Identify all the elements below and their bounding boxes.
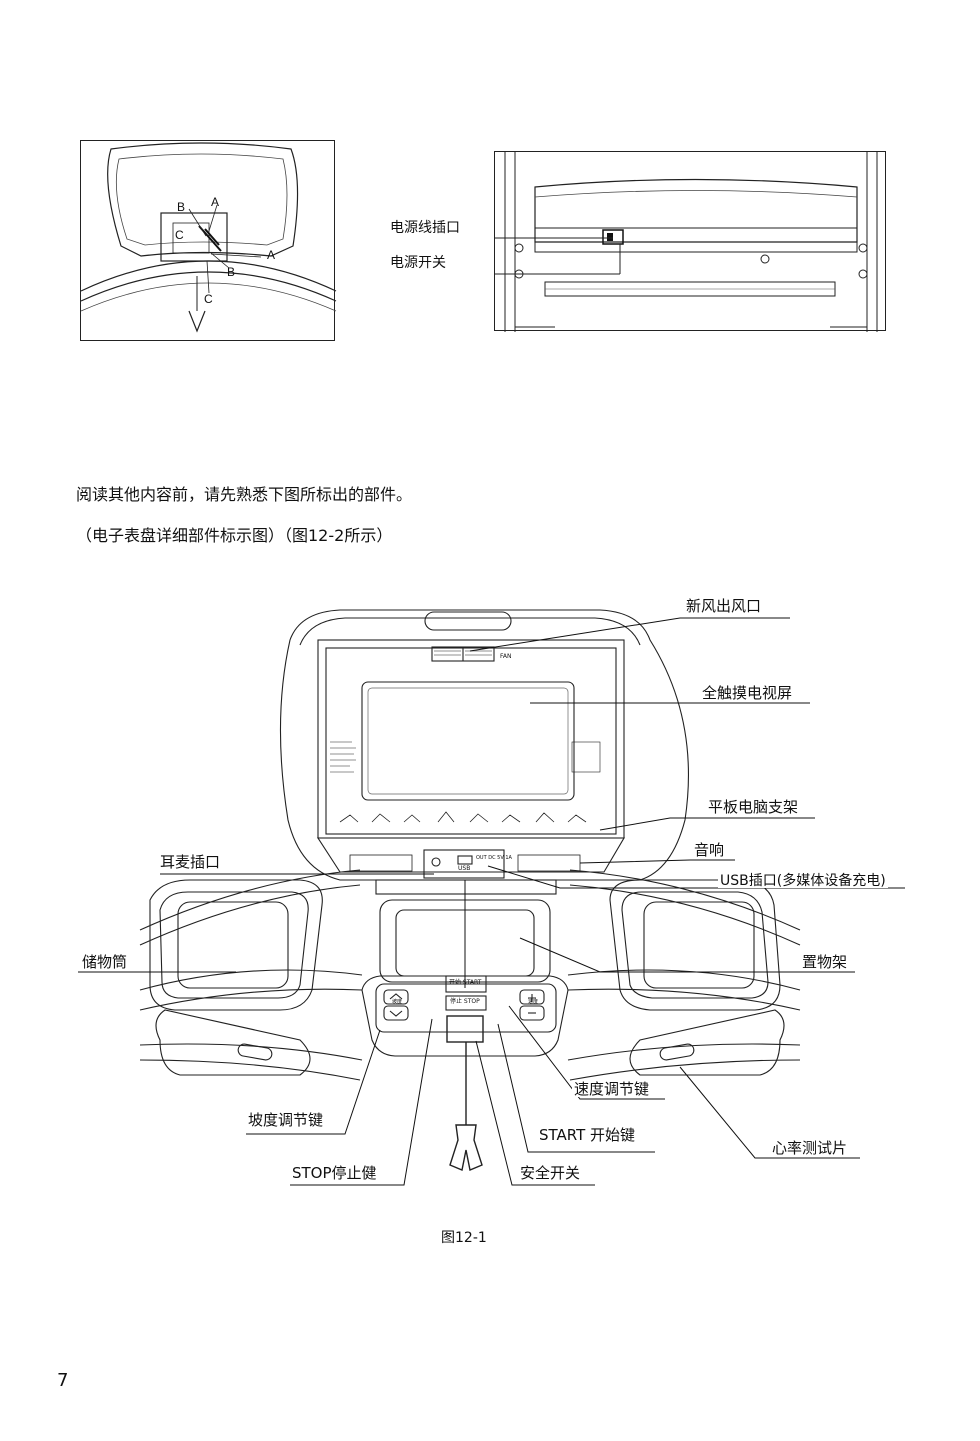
- figure-caption: 图12-1: [441, 1230, 487, 1246]
- power-switch-label: 电源开关: [388, 255, 448, 271]
- start-key[interactable]: 开始 START: [449, 979, 482, 986]
- top-right-figure-frame: [494, 151, 886, 332]
- label-a-top: A: [211, 195, 220, 209]
- callout-speed-keys: 速度调节键: [572, 1080, 652, 1098]
- incline-key-label: 坡度: [392, 999, 403, 1005]
- label-a-right: A: [267, 248, 276, 262]
- label-b-top: B: [177, 200, 186, 214]
- top-left-figure-frame: B A C A B C: [80, 140, 337, 341]
- callout-rack: 置物架: [800, 953, 850, 971]
- page-number: 7: [57, 1370, 69, 1391]
- callout-usb-port: USB插口(多媒体设备充电): [718, 873, 888, 889]
- callout-start-key: START 开始键: [537, 1126, 638, 1144]
- fan-label: FAN: [500, 653, 512, 660]
- callout-fresh-air-outlet: 新风出风口: [684, 597, 764, 615]
- callout-stop-key: STOP停止健: [290, 1164, 379, 1182]
- callout-headphone-jack: 耳麦插口: [158, 853, 223, 871]
- intro-line-2: （电子表盘详细部件标示图）（图12-2所示）: [76, 526, 393, 545]
- label-b-bottom: B: [227, 265, 236, 279]
- label-c-left: C: [175, 228, 184, 242]
- label-c-bottom: C: [204, 292, 213, 306]
- callout-storage-cup: 储物筒: [80, 953, 130, 971]
- usb-small-label: USB: [458, 865, 471, 872]
- callout-touch-tv: 全触摸电视屏: [700, 684, 795, 702]
- speed-key-label: 速度: [528, 999, 539, 1005]
- callout-speaker: 音响: [692, 841, 727, 859]
- motor-cover-drawing: [495, 152, 878, 332]
- intro-line-1: 阅读其他内容前，请先熟悉下图所标出的部件。: [76, 485, 413, 504]
- callout-safety-switch: 安全开关: [518, 1164, 583, 1182]
- stop-key[interactable]: 停止 STOP: [450, 998, 480, 1005]
- power-socket-label: 电源线插口: [388, 220, 462, 236]
- output-small-label: OUT DC 5V 1A: [476, 855, 512, 861]
- console-rear-drawing: [80, 142, 337, 333]
- callout-heart-rate: 心率测试片: [770, 1139, 850, 1157]
- callout-tablet-holder: 平板电脑支架: [706, 798, 801, 816]
- callout-incline-keys: 坡度调节键: [246, 1111, 326, 1129]
